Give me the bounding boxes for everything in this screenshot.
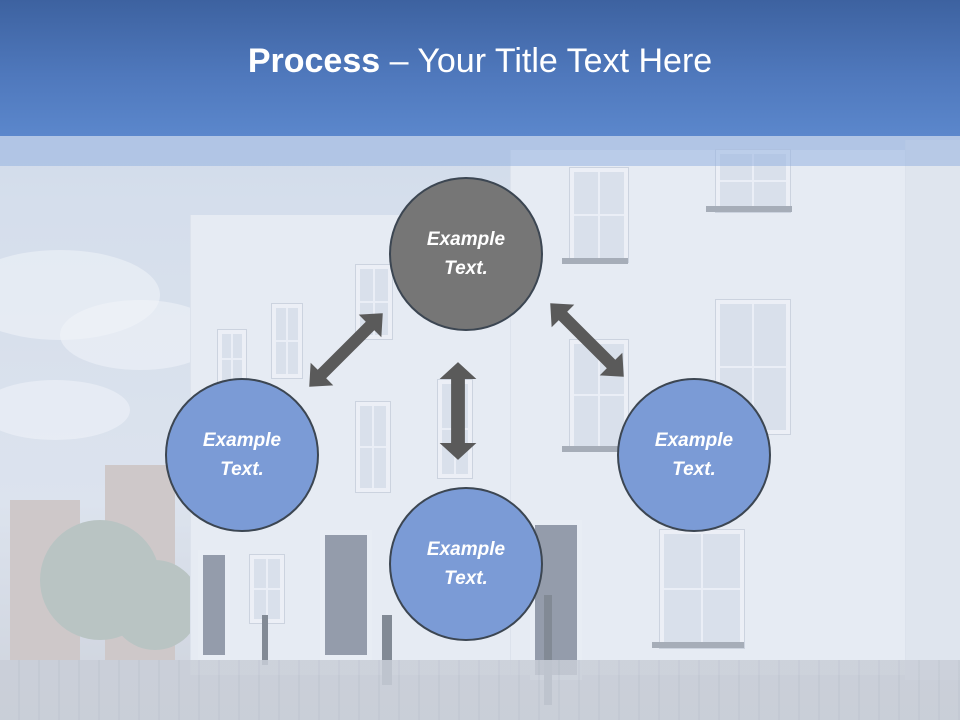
node-top-line1: Example	[426, 229, 506, 250]
process-node-bottom[interactable]: Example Text.	[389, 487, 543, 641]
slide-title-rest: – Your Title Text Here	[380, 41, 713, 80]
node-right-line2: Text.	[672, 459, 716, 480]
process-node-right[interactable]: Example Text.	[617, 378, 771, 532]
slide-title[interactable]: Process – Your Title Text Here	[248, 42, 712, 81]
node-bottom-line2: Text.	[444, 568, 488, 589]
slide-title-bold: Process	[247, 41, 381, 80]
node-left-line2: Text.	[220, 459, 264, 480]
node-left-line1: Example	[202, 430, 282, 451]
header-accent-strip	[0, 136, 960, 166]
node-top-line2: Text.	[444, 258, 488, 279]
process-node-top[interactable]: Example Text.	[389, 177, 543, 331]
process-node-left[interactable]: Example Text.	[165, 378, 319, 532]
node-bottom-line1: Example	[426, 539, 506, 560]
title-bar: Process – Your Title Text Here	[0, 0, 960, 136]
node-right-line1: Example	[654, 430, 734, 451]
